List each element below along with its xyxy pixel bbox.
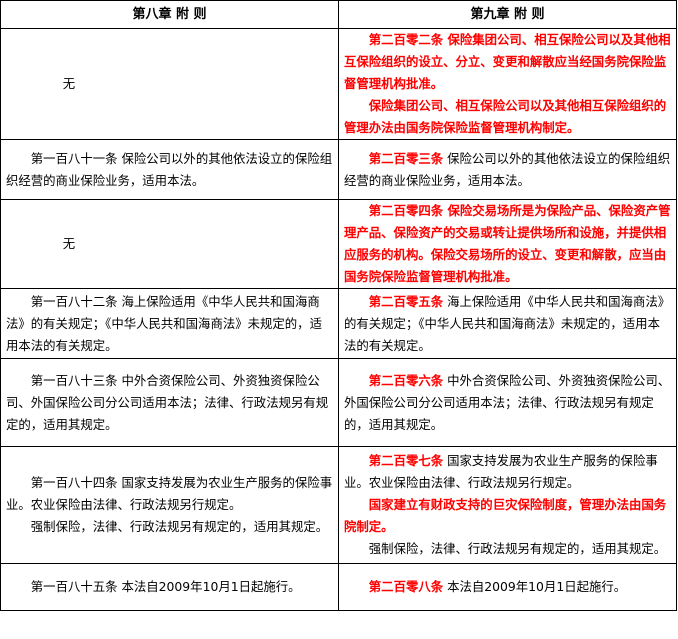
comparison-table: 第八章 附 则 第九章 附 则 无 第二百零二条 保险集团公司、相互保险公司以及其… [0,0,677,611]
article-number: 第二百零三条 [368,150,444,166]
article-paragraph: 第二百零六条 中外合资保险公司、外资独资保险公司、外国保险公司分公司适用本法；法… [344,370,671,436]
article-paragraph: 第二百零二条 保险集团公司、相互保险公司以及其他相互保险组织的设立、分立、变更和… [344,32,671,91]
article-paragraph: 强制保险，法律、行政法规另有规定的，适用其规定。 [368,541,667,556]
article-paragraph: 无 [62,236,76,251]
article-paragraph: 国家建立有财政支持的巨灾保险制度，管理办法由国务院制定。 [344,497,667,534]
header-new-chapter: 第九章 附 则 [338,0,677,29]
article-paragraph: 第二百零四条 保险交易场所是为保险产品、保险资产管理产品、保险资产的交易或转让提… [344,203,671,284]
article-number: 第二百零七条 [368,453,444,468]
new-article-cell: 第二百零四条 保险交易场所是为保险产品、保险资产管理产品、保险资产的交易或转让提… [338,199,677,289]
article-paragraph: 第一百八十五条 本法自2009年10月1日起施行。 [30,579,301,594]
article-paragraph: 第一百八十二条 海上保险适用《中华人民共和国海商法》的有关规定；《中华人民共和国… [6,293,322,353]
table-row: 无 第二百零二条 保险集团公司、相互保险公司以及其他相互保险组织的设立、分立、变更… [0,28,677,140]
table-body: 无 第二百零二条 保险集团公司、相互保险公司以及其他相互保险组织的设立、分立、变更… [0,28,677,611]
header-old-chapter: 第八章 附 则 [0,0,339,29]
article-paragraph: 第二百零五条 海上保险适用《中华人民共和国海商法》的有关规定；《中华人民共和国海… [344,291,671,357]
old-article-cell: 无 [0,199,339,289]
new-article-cell: 第二百零三条 保险公司以外的其他依法设立的保险组织经营的商业保险业务，适用本法。 [338,139,677,200]
article-paragraph: 第一百八十一条 保险公司以外的其他依法设立的保险组织经营的商业保险业务，适用本法… [6,150,333,188]
article-paragraph: 第一百八十四条 国家支持发展为农业生产服务的保险事业。农业保险由法律、行政法规另… [6,475,333,512]
new-article-cell: 第二百零七条 国家支持发展为农业生产服务的保险事业。农业保险由法律、行政法规另行… [338,446,677,564]
article-number: 第二百零八条 [368,579,444,594]
table-row: 第一百八十三条 中外合资保险公司、外资独资保险公司、外国保险公司分公司适用本法；… [0,358,677,447]
article-text: 海上保险适用《中华人民共和国海商法》的有关规定；《中华人民共和国海商法》未规定的… [344,293,671,353]
old-article-cell: 第一百八十一条 保险公司以外的其他依法设立的保险组织经营的商业保险业务，适用本法… [0,139,339,200]
table-row: 无 第二百零四条 保险交易场所是为保险产品、保险资产管理产品、保险资产的交易或转让… [0,199,677,289]
article-paragraph: 强制保险，法律、行政法规另有规定的，适用其规定。 [30,519,329,534]
article-paragraph: 保险集团公司、相互保险公司以及其他相互保险组织的管理办法由国务院保险监督管理机构… [344,98,667,135]
article-text: 中外合资保险公司、外资独资保险公司、外国保险公司分公司适用本法；法律、行政法规另… [344,372,671,432]
table-row: 第一百八十五条 本法自2009年10月1日起施行。 第二百零八条 本法自2009年… [0,563,677,611]
old-article-cell: 第一百八十四条 国家支持发展为农业生产服务的保险事业。农业保险由法律、行政法规另… [0,446,339,564]
new-article-cell: 第二百零二条 保险集团公司、相互保险公司以及其他相互保险组织的设立、分立、变更和… [338,28,677,140]
table-row: 第一百八十一条 保险公司以外的其他依法设立的保险组织经营的商业保险业务，适用本法… [0,139,677,200]
new-article-cell: 第二百零五条 海上保险适用《中华人民共和国海商法》的有关规定；《中华人民共和国海… [338,288,677,359]
table-row: 第一百八十四条 国家支持发展为农业生产服务的保险事业。农业保险由法律、行政法规另… [0,446,677,564]
article-text: 保险公司以外的其他依法设立的保险组织经营的商业保险业务，适用本法。 [344,150,671,188]
new-article-cell: 第二百零六条 中外合资保险公司、外资独资保险公司、外国保险公司分公司适用本法；法… [338,358,677,447]
table-row: 第一百八十二条 海上保险适用《中华人民共和国海商法》的有关规定；《中华人民共和国… [0,288,677,359]
article-number: 第二百零六条 [368,372,444,388]
old-article-cell: 第一百八十三条 中外合资保险公司、外资独资保险公司、外国保险公司分公司适用本法；… [0,358,339,447]
old-article-cell: 无 [0,28,339,140]
old-article-cell: 第一百八十五条 本法自2009年10月1日起施行。 [0,563,339,611]
header-row: 第八章 附 则 第九章 附 则 [0,0,677,29]
new-article-cell: 第二百零八条 本法自2009年10月1日起施行。 [338,563,677,611]
article-text: 本法自2009年10月1日起施行。 [443,579,627,594]
article-paragraph: 第一百八十三条 中外合资保险公司、外资独资保险公司、外国保险公司分公司适用本法；… [6,372,329,432]
article-text: 国家支持发展为农业生产服务的保险事业。农业保险由法律、行政法规另行规定。 [344,453,658,490]
article-paragraph: 第二百零三条 保险公司以外的其他依法设立的保险组织经营的商业保险业务，适用本法。 [344,148,671,192]
article-paragraph: 第二百零七条 国家支持发展为农业生产服务的保险事业。农业保险由法律、行政法规另行… [344,450,671,494]
old-article-cell: 第一百八十二条 海上保险适用《中华人民共和国海商法》的有关规定；《中华人民共和国… [0,288,339,359]
article-paragraph: 第二百零八条 本法自2009年10月1日起施行。 [344,576,671,598]
article-number: 第二百零五条 [368,293,444,309]
article-paragraph: 无 [62,76,76,91]
